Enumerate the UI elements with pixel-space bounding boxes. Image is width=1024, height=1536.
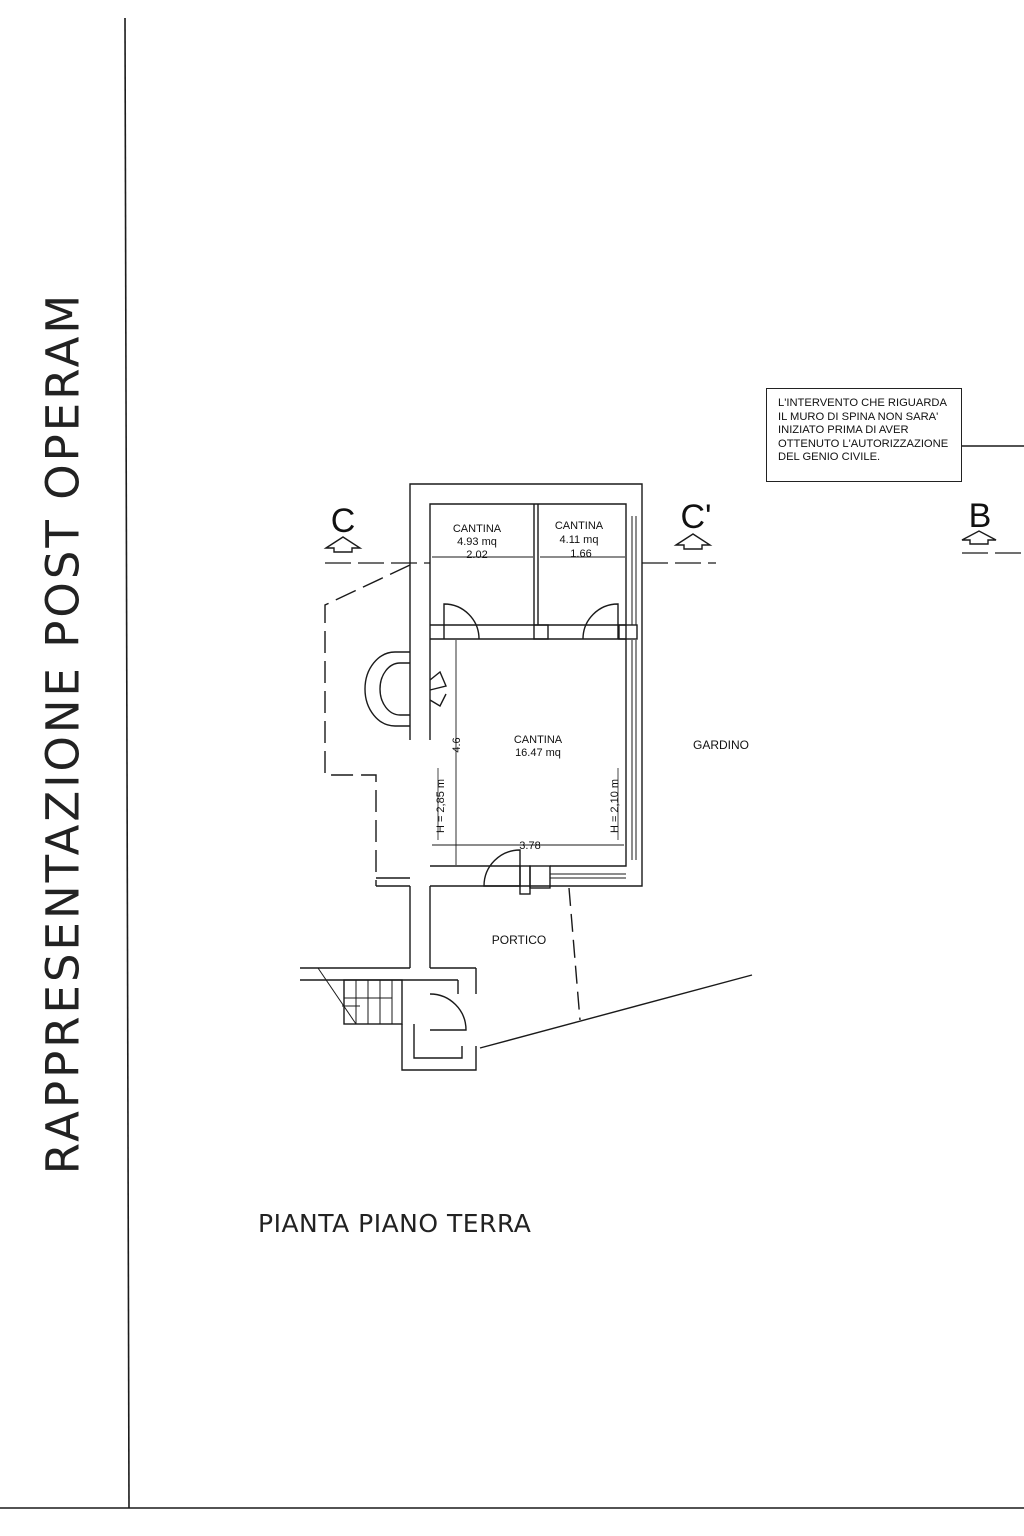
room-width-cantina-left: 2.02 (466, 549, 487, 561)
room-name-cantina-main: CANTINA (514, 734, 563, 746)
room-depth-cantina-main: 4.6 (451, 737, 463, 752)
note-line-4: OTTENUTO L'AUTORIZZAZIONE (778, 437, 949, 450)
room-area-cantina-left: 4.93 mq (457, 536, 497, 548)
structural-note: L'INTERVENTO CHE RIGUARDA IL MURO DI SPI… (766, 388, 962, 482)
room-name-cantina-left: CANTINA (453, 523, 502, 535)
outer-wall (409, 483, 643, 887)
note-line-5: DEL GENIO CIVILE. (778, 451, 881, 464)
note-line-1: L'INTERVENTO CHE RIGUARDA (778, 397, 947, 409)
label-portico: PORTICO (492, 933, 546, 947)
section-label-c-prime: C' (680, 498, 711, 536)
door-swing-right (582, 603, 619, 640)
label-gardino: GARDINO (693, 738, 749, 752)
room-area-cantina-right: 4.11 mq (560, 534, 599, 546)
room-width-cantina-main: 3.78 (519, 840, 540, 852)
note-line-3: INIZIATO PRIMA DI AVER (778, 424, 909, 437)
door-swing-bottom (483, 849, 521, 887)
plan-title: PIANTA PIANO TERRA (258, 1209, 532, 1238)
stair (343, 979, 403, 1025)
margin-line (124, 17, 130, 1509)
inner-wall (429, 503, 627, 867)
section-label-b: B (969, 497, 992, 535)
room-name-cantina-right: CANTINA (555, 520, 604, 532)
height-right: H = 2,10 m (609, 779, 621, 833)
room-width-cantina-right: 1.66 (570, 548, 591, 560)
section-label-c: C (331, 502, 356, 540)
room-area-cantina-main: 16.47 mq (515, 747, 561, 759)
door-swing-left (443, 603, 480, 640)
note-line-2: IL MURO DI SPINA NON SARA' (778, 410, 939, 423)
height-left: H = 2,85 m (435, 779, 447, 833)
